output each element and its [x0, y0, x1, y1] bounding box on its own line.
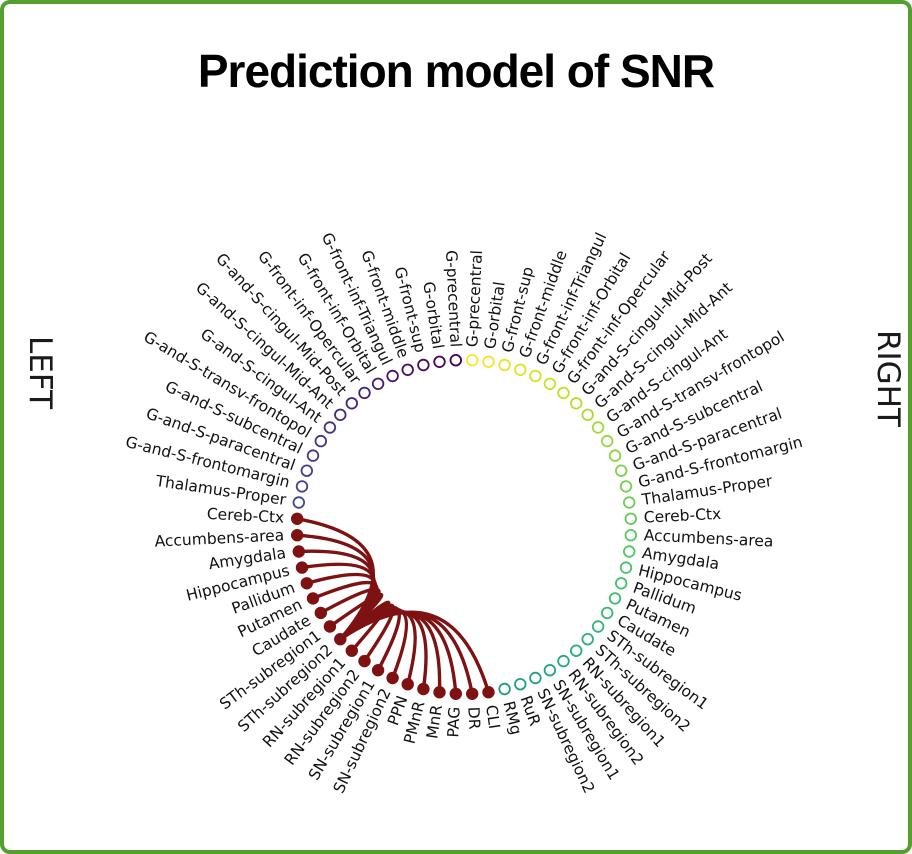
region-node: [543, 377, 557, 391]
region-node: [417, 358, 430, 372]
region-node: [529, 671, 542, 685]
region-node: [608, 592, 622, 605]
region-node: [314, 606, 328, 620]
region-node: [615, 577, 628, 590]
region-node: [514, 363, 527, 377]
region-label: G-precentral: [442, 250, 465, 348]
region-node: [498, 682, 511, 696]
region-node: [619, 561, 633, 574]
region-node: [591, 620, 605, 633]
region-node: [292, 496, 306, 509]
region-label: DR: [464, 706, 483, 730]
region-node: [624, 512, 638, 526]
region-node: [543, 664, 557, 677]
region-node: [295, 561, 309, 574]
region-node: [314, 434, 328, 448]
region-label: Cereb-Ctx: [206, 505, 284, 527]
region-node: [371, 377, 385, 391]
region-node: [466, 354, 479, 367]
region-node: [623, 545, 636, 558]
region-node: [498, 358, 511, 372]
region-node: [581, 408, 594, 422]
region-node: [417, 682, 430, 696]
region-node: [358, 386, 371, 400]
region-node: [292, 545, 306, 558]
region-node: [570, 397, 583, 410]
region-node: [557, 654, 570, 668]
region-label: Cereb-Ctx: [643, 505, 721, 527]
region-node: [401, 678, 414, 691]
region-node: [591, 421, 605, 434]
region-node: [482, 686, 495, 699]
region-node: [570, 644, 583, 657]
region-node: [557, 386, 570, 400]
region-node: [514, 678, 527, 691]
region-node: [601, 434, 614, 448]
region-node: [345, 397, 359, 410]
region-node: [624, 529, 638, 542]
region-node: [615, 464, 628, 477]
region-node: [334, 633, 347, 646]
connectogram-svg: G-precentralG-orbitalG-front-supG-front-…: [124, 230, 805, 796]
region-node: [482, 355, 495, 369]
region-label: G-precentral: [463, 250, 486, 348]
region-node: [323, 421, 337, 434]
region-node: [619, 480, 633, 493]
region-node: [334, 408, 347, 422]
region-node: [386, 671, 399, 685]
region-node: [291, 512, 304, 526]
region-node: [306, 592, 320, 605]
figure-title: Prediction model of SNR: [197, 45, 715, 97]
region-node: [306, 449, 320, 462]
region-label: MnR: [423, 703, 446, 739]
region-node: [449, 687, 463, 701]
region-node: [401, 363, 414, 377]
region-node: [466, 687, 479, 701]
region-node: [449, 354, 463, 367]
region-node: [323, 620, 337, 633]
connection-arc: [338, 610, 491, 694]
region-label: CLI: [482, 704, 503, 730]
region-node: [345, 644, 359, 657]
region-node: [433, 686, 446, 699]
region-node: [623, 496, 636, 509]
region-node: [386, 369, 399, 383]
region-label: PAG: [444, 706, 463, 738]
region-node: [300, 464, 314, 477]
region-node: [433, 355, 446, 369]
region-node: [601, 606, 614, 620]
region-node: [581, 633, 594, 646]
region-node: [358, 654, 371, 668]
region-node: [608, 449, 622, 462]
region-node: [300, 577, 314, 590]
region-node: [295, 480, 309, 493]
region-node: [291, 529, 304, 542]
region-node: [371, 664, 385, 677]
region-node: [529, 369, 542, 383]
